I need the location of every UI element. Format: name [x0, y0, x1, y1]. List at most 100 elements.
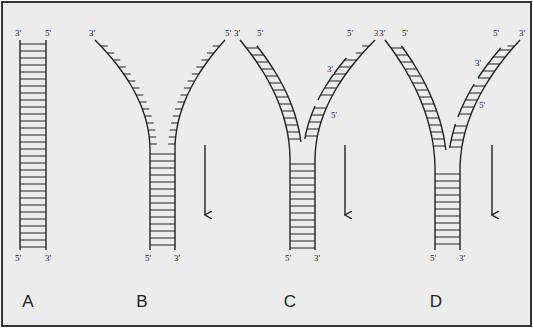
base-pair: [20, 58, 46, 59]
base-pair: [325, 88, 337, 89]
base-tick: [169, 137, 176, 138]
base-tick: [356, 53, 363, 54]
base-pair: [246, 48, 258, 49]
base-pair: [400, 62, 412, 63]
base-pair: [435, 188, 460, 189]
base-tick: [362, 46, 369, 47]
base-pair: [450, 147, 462, 148]
base-tick: [201, 60, 208, 61]
base-tick: [150, 144, 157, 145]
strand-end-label: 5': [14, 253, 22, 263]
new-strand: [257, 46, 301, 142]
base-pair: [409, 76, 421, 77]
panel-letter: B: [135, 292, 148, 311]
strand-end-label: 5': [284, 253, 292, 263]
base-pair: [20, 191, 46, 192]
base-pair: [288, 139, 300, 140]
base-pair: [20, 86, 46, 87]
base-tick: [101, 46, 108, 47]
strand-end-label: 5': [429, 253, 437, 263]
base-pair: [290, 206, 315, 207]
strand-end-label: 3': [14, 28, 22, 38]
base-pair: [305, 136, 317, 137]
strand-end-label: 3': [44, 253, 52, 263]
base-pair: [483, 71, 495, 72]
base-pair: [20, 163, 46, 164]
base-pair: [20, 198, 46, 199]
base-tick: [128, 81, 135, 82]
base-pair: [150, 203, 175, 204]
base-tick: [107, 53, 114, 54]
base-pair: [429, 125, 441, 126]
base-pair: [435, 237, 460, 238]
base-pair: [20, 44, 46, 45]
base-pair: [20, 72, 46, 73]
base-pair: [20, 247, 46, 248]
base-pair: [20, 205, 46, 206]
panel-letter: D: [429, 292, 443, 311]
base-pair: [455, 126, 467, 127]
strand-end-label: 5': [144, 253, 152, 263]
base-pair: [150, 217, 175, 218]
dna-strand: [240, 40, 290, 250]
strand-end-label: 5': [256, 28, 264, 38]
base-pair: [20, 65, 46, 66]
base-pair: [431, 132, 443, 133]
base-pair: [290, 164, 315, 165]
base-pair: [20, 128, 46, 129]
base-pair: [20, 219, 46, 220]
base-pair: [150, 245, 175, 246]
base-pair: [290, 227, 315, 228]
base-pair: [20, 156, 46, 157]
panel-letter: C: [283, 292, 297, 311]
base-pair: [435, 195, 460, 196]
strand-end-label: 3': [458, 253, 466, 263]
strand-end-label: 3': [173, 253, 181, 263]
base-pair: [290, 248, 315, 249]
strand-end-label: 5': [44, 28, 52, 38]
strand-end-label: 5': [401, 28, 409, 38]
base-pair: [451, 140, 463, 141]
base-pair: [435, 181, 460, 182]
base-pair: [462, 107, 474, 108]
base-pair: [307, 129, 319, 130]
base-pair: [261, 69, 273, 70]
base-pair: [150, 182, 175, 183]
base-pair: [435, 223, 460, 224]
base-pair: [287, 132, 299, 133]
base-pair: [150, 238, 175, 239]
base-pair: [413, 83, 425, 84]
base-tick: [175, 109, 182, 110]
base-pair: [432, 139, 444, 140]
base-pair: [339, 67, 351, 68]
base-pair: [435, 216, 460, 217]
base-pair: [286, 125, 298, 126]
base-pair: [20, 170, 46, 171]
strand-end-label: 3': [518, 28, 526, 38]
base-pair: [20, 93, 46, 94]
base-pair: [290, 171, 315, 172]
base-tick: [188, 81, 195, 82]
base-pair: [453, 133, 465, 134]
dna-strand: [315, 40, 375, 250]
base-pair: [282, 111, 294, 112]
base-pair: [290, 241, 315, 242]
base-pair: [493, 57, 505, 58]
direction-arrow: [491, 145, 492, 215]
strand-end-label: 5': [330, 110, 338, 120]
base-pair: [150, 175, 175, 176]
base-pair: [311, 115, 323, 116]
base-pair: [435, 230, 460, 231]
base-pair: [20, 51, 46, 52]
base-pair: [20, 240, 46, 241]
base-pair: [290, 192, 315, 193]
strand-end-label: 3': [233, 28, 241, 38]
base-pair: [276, 97, 288, 98]
base-pair: [150, 154, 175, 155]
strand-end-label: 3': [474, 58, 482, 68]
base-pair: [20, 149, 46, 150]
base-pair: [150, 231, 175, 232]
okazaki-fragment: [450, 124, 456, 148]
base-tick: [173, 116, 180, 117]
panel-letter: A: [21, 292, 34, 311]
